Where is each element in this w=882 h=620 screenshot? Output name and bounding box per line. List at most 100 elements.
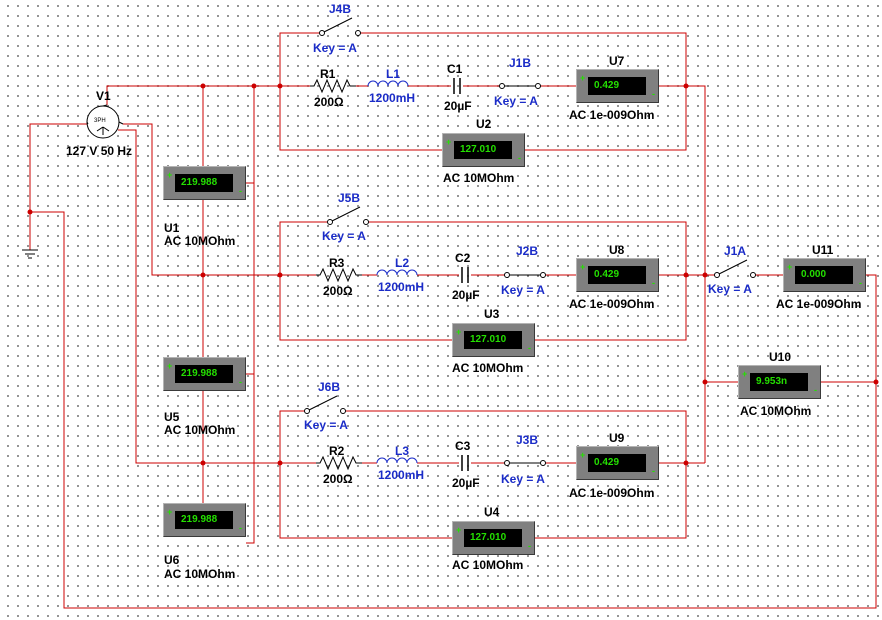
voltmeter-u10[interactable]: + - 9.953n [738, 365, 821, 399]
switch-j5b-key: Key = A [322, 229, 366, 243]
meter-u5-label: U5 [164, 410, 180, 424]
u11-out-wire [866, 274, 877, 382]
positive-terminal-icon: + [456, 525, 462, 535]
junction-dot [683, 83, 689, 89]
meter-u8-label: U8 [609, 243, 625, 257]
voltmeter-link-wire [246, 86, 255, 544]
junction-dot [702, 272, 708, 278]
meter-u3-label: U3 [484, 307, 500, 321]
positive-terminal-icon: + [446, 137, 452, 147]
branch2-bottom-wire [535, 275, 687, 341]
branch1-bottom-wire [525, 86, 687, 151]
capacitor-c3-icon[interactable] [461, 455, 469, 471]
negative-terminal-icon: - [528, 541, 531, 551]
capacitor-c3-label: C3 [455, 439, 471, 453]
switch-j3b-label: J3B [516, 433, 539, 447]
resistor-r3-icon[interactable] [316, 267, 362, 283]
negative-terminal-icon: - [859, 278, 862, 288]
meter-u2-label: U2 [476, 117, 492, 131]
switch-j6b-key: Key = A [304, 418, 348, 432]
three-phase-source-icon[interactable] [86, 104, 124, 139]
negative-terminal-icon: - [239, 186, 242, 196]
inductor-l2-value: 1200mH [378, 280, 425, 294]
switch-j5b-label: J5B [338, 191, 361, 205]
junction-dot [683, 272, 689, 278]
capacitor-c1-value: 20µF [444, 99, 472, 113]
junction-dot [200, 460, 206, 466]
branch1-bottom-wire [279, 86, 442, 151]
neutral-return-wire [30, 211, 877, 609]
positive-terminal-icon: + [167, 170, 173, 180]
resistor-r1-label: R1 [320, 67, 336, 81]
meter-display: 127.010 [464, 529, 522, 547]
voltmeter-u1[interactable]: + - 219.988 [163, 166, 246, 200]
junction-dot [27, 209, 33, 215]
positive-terminal-icon: + [167, 507, 173, 517]
switch-j3b-icon[interactable] [504, 460, 546, 466]
voltmeter-u4[interactable]: + - 127.010 [452, 521, 535, 555]
inductor-l1-icon[interactable] [367, 80, 409, 87]
inductor-l2-icon[interactable] [376, 269, 418, 276]
negative-terminal-icon: - [518, 153, 521, 163]
inductor-l1-value: 1200mH [369, 91, 416, 105]
meter-u6-label: U6 [164, 553, 180, 567]
inductor-l1-label: L1 [386, 67, 401, 81]
junction-dot [702, 379, 708, 385]
ammeter-u9[interactable]: + - 0.429 [576, 446, 659, 480]
junction-dot [251, 83, 257, 89]
neutral-wire [29, 123, 88, 250]
meter-u5-spec: AC 10MOhm [164, 423, 236, 437]
phase-b-wire [123, 123, 280, 276]
source-symbol-label: 3PH [94, 118, 106, 124]
meter-u4-label: U4 [484, 505, 500, 519]
branch2-top-wire [279, 221, 328, 275]
resistor-r3-label: R3 [329, 256, 345, 270]
switch-j5b-icon[interactable] [327, 206, 369, 225]
junction-dot [277, 272, 283, 278]
switch-j1a-icon[interactable] [714, 259, 756, 278]
voltmeter-u6[interactable]: + - 219.988 [163, 503, 246, 537]
meter-u10-spec: AC 10MOhm [740, 404, 812, 418]
resistor-r2-icon[interactable] [316, 455, 362, 471]
inductor-l2-label: L2 [395, 256, 410, 270]
switch-j4b-icon[interactable] [319, 17, 361, 36]
source-id-label: V1 [96, 89, 111, 103]
voltmeter-u2[interactable]: + - 127.010 [442, 133, 525, 167]
branch1-top-wire [279, 32, 320, 86]
ammeter-u11[interactable]: + - 0.000 [783, 258, 866, 292]
meter-display: 0.000 [795, 266, 853, 284]
capacitor-c2-icon[interactable] [461, 267, 469, 283]
positive-terminal-icon: + [580, 73, 586, 83]
branch3-top-wire [345, 410, 687, 463]
negative-terminal-icon: - [814, 385, 817, 395]
switch-j1b-label: J1B [509, 56, 532, 70]
switch-j2b-icon[interactable] [504, 272, 546, 278]
switch-j2b-label: J2B [516, 244, 539, 258]
meter-u10-label: U10 [769, 350, 792, 364]
resistor-r1-value: 200Ω [314, 95, 344, 109]
capacitor-c1-icon[interactable] [453, 78, 461, 94]
switch-j6b-icon[interactable] [304, 395, 346, 414]
meter-display: 0.429 [588, 454, 646, 472]
resistor-r1-icon[interactable] [310, 78, 356, 94]
capacitor-c2-value: 20µF [452, 288, 480, 302]
ammeter-u7[interactable]: + - 0.429 [576, 69, 659, 103]
voltmeter-u5[interactable]: + - 219.988 [163, 357, 246, 391]
positive-terminal-icon: + [167, 361, 173, 371]
meter-u2-spec: AC 10MOhm [443, 171, 515, 185]
branch3-top-wire [279, 410, 305, 463]
meter-u9-spec: AC 1e-009Ohm [569, 486, 655, 500]
ammeter-u8[interactable]: + - 0.429 [576, 258, 659, 292]
positive-terminal-icon: + [787, 262, 793, 272]
meter-u8-spec: AC 1e-009Ohm [569, 297, 655, 311]
meter-u4-spec: AC 10MOhm [452, 558, 524, 572]
phase-c-wire [118, 129, 280, 464]
inductor-l3-icon[interactable] [376, 457, 418, 464]
switch-j1a-label: J1A [724, 244, 747, 258]
meter-u11-spec: AC 1e-009Ohm [776, 297, 862, 311]
switch-j1b-icon[interactable] [499, 83, 541, 89]
meter-display: 219.988 [175, 511, 233, 529]
voltmeter-u3[interactable]: + - 127.010 [452, 323, 535, 357]
meter-display: 219.988 [175, 174, 233, 192]
